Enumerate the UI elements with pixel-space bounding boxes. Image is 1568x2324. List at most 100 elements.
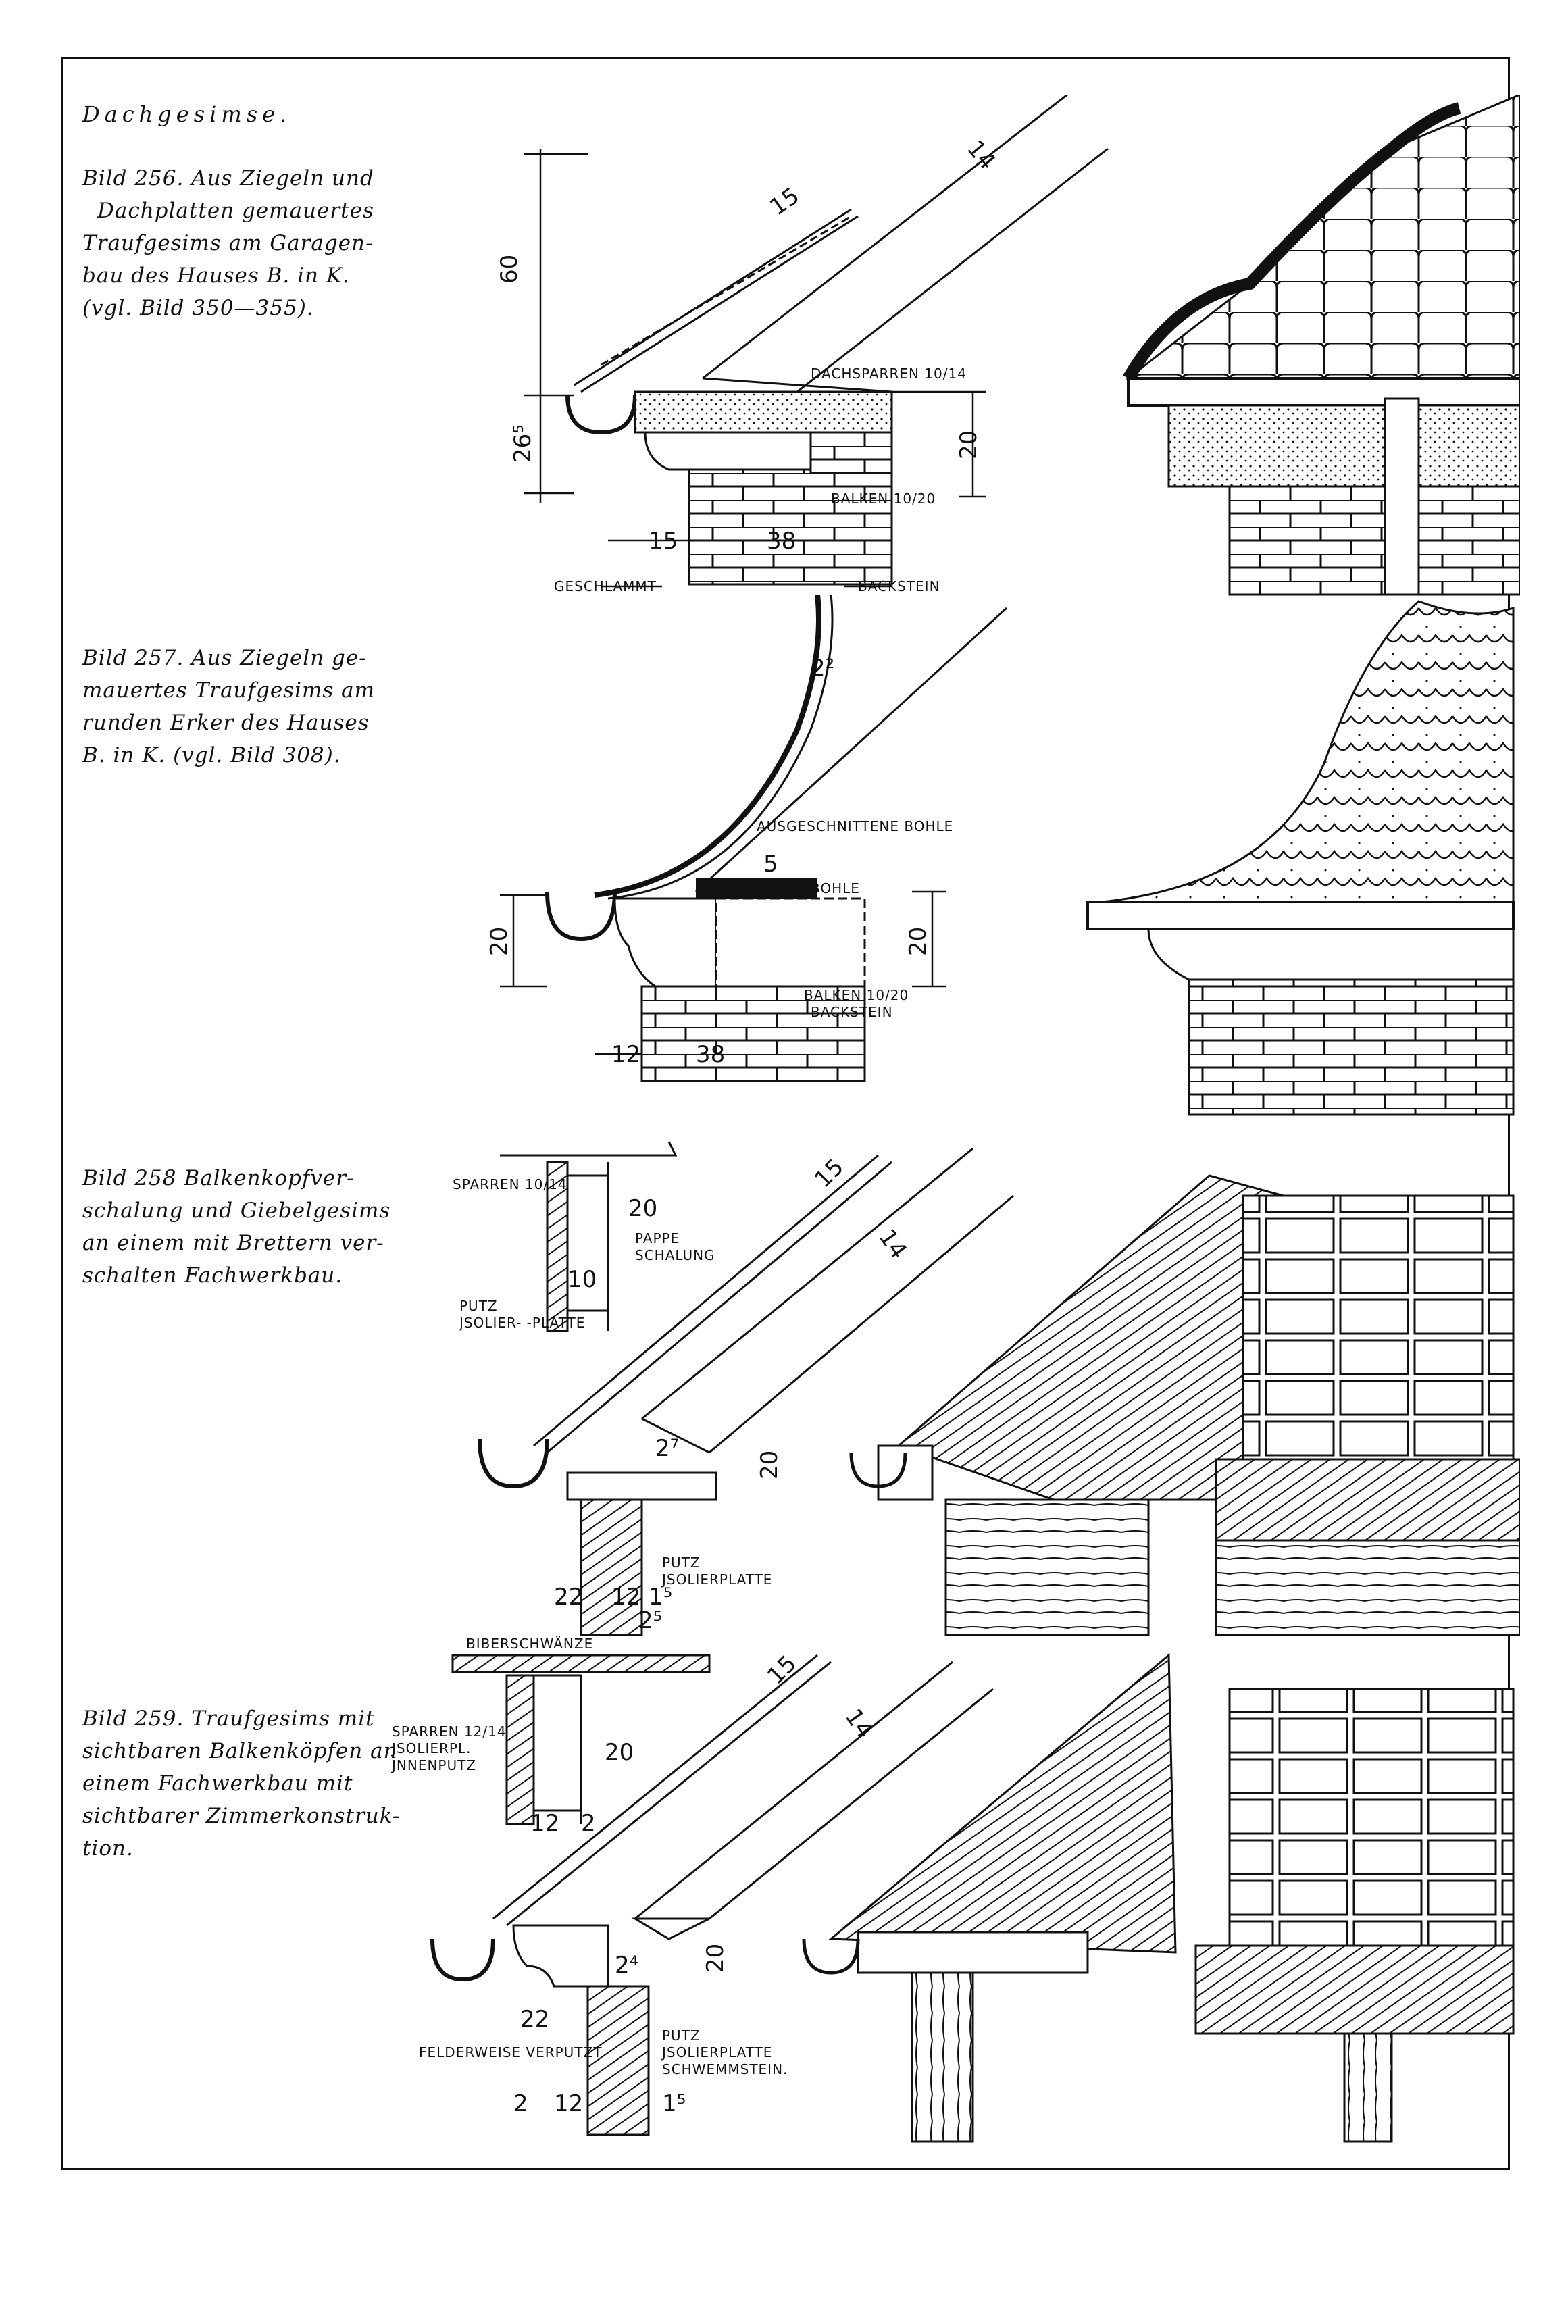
caption-line: Bild 259. Traufgesims mit [82, 1707, 375, 1731]
caption-line: mauertes Traufgesims am [82, 678, 376, 703]
label-tiles: BIBERSCHWÄNZE [466, 1636, 593, 1652]
dim-14: 14 [840, 1704, 879, 1743]
perspective-view-258-a [849, 1174, 1285, 1636]
gutter-section [545, 891, 617, 942]
brick-wall [688, 468, 893, 586]
caption-line: einem Fachwerkbau mit [82, 1771, 353, 1796]
dim-2-4: 2⁴ [615, 1952, 638, 1979]
caption-bild-258: Bild 258 Balkenkopfver- schalung und Gie… [82, 1162, 390, 1292]
inset-detail-258 [500, 1141, 678, 1332]
cornice-block [634, 390, 893, 434]
dim-5: 5 [763, 851, 778, 878]
label-plaster: PUTZ [662, 2027, 701, 2044]
caption-line: sichtbaren Balkenköpfen an [82, 1739, 398, 1763]
curved-roof [594, 595, 821, 898]
dim-15-base: 15 [649, 528, 678, 555]
inset-detail-259 [451, 1654, 711, 1825]
dim-20: 20 [756, 1450, 783, 1480]
dim-12: 12 [611, 1584, 640, 1611]
dim-38: 38 [696, 1041, 725, 1068]
dim-20-left: 20 [486, 927, 513, 956]
perspective-view-256 [1123, 95, 1520, 596]
dim-26-5: 26⁵ [509, 424, 536, 463]
page-heading: Dachgesimse. [82, 101, 292, 127]
label-rafter: DACHSPARREN 10/14 [811, 365, 967, 382]
beam-head [512, 1924, 609, 1988]
label-plank: BOHLE [811, 880, 860, 896]
dim-1-5: 1⁵ [649, 1584, 672, 1611]
dim-2-2: 2² [811, 655, 834, 682]
dim-60: 60 [496, 255, 523, 284]
figure-256-drawing: DACHSPARREN 10/14 BALKEN 10/20 GESCHLAMM… [496, 95, 1520, 596]
perspective-view-259-a [802, 1652, 1177, 2143]
brick-wall-upper [809, 431, 893, 474]
label-brick: BACKSTEIN [858, 578, 940, 595]
gutter-section [565, 395, 637, 435]
label-panel-plaster: FELDERWEISE VERPUTZT [419, 2044, 602, 2061]
dim-14: 14 [874, 1224, 913, 1263]
label-plaster: PUTZ [459, 1298, 498, 1314]
roof-section [533, 1147, 1014, 1454]
caption-line: tion. [82, 1836, 134, 1861]
wall-section [580, 1498, 643, 1636]
dim-12: 12 [554, 2090, 583, 2117]
dim-12-inset: 12 [530, 1810, 559, 1837]
label-slurried: GESCHLAMMT [554, 578, 657, 595]
caption-line: Bild 257. Aus Ziegeln ge- [82, 646, 367, 670]
dim-15: 15 [809, 1153, 849, 1193]
dim-2-7: 2⁷ [655, 1435, 679, 1462]
beam-block [715, 897, 866, 988]
cornice-profile [613, 897, 717, 988]
label-inner-plaster: JNNENPUTZ [390, 1757, 476, 1773]
dim-1-5: 1⁵ [662, 2090, 686, 2117]
post-section [586, 1985, 650, 2136]
label-felt: PAPPE [635, 1230, 680, 1246]
caption-line: (vgl. Bild 350—355). [82, 296, 314, 320]
caption-line: sichtbarer Zimmerkonstruk- [82, 1804, 401, 1828]
label-insulation-plate-2: JSOLIERPLATTE [661, 1571, 772, 1588]
dim-38: 38 [767, 528, 796, 555]
label-insulation: JSOLIERPL. [390, 1740, 471, 1757]
dim-2-5: 2⁵ [638, 1607, 662, 1634]
label-cut-plank: AUSGESCHNITTENE BOHLE [757, 818, 953, 834]
caption-bild-256: Bild 256. Aus Ziegeln und Dachplatten ge… [82, 162, 374, 324]
cornice-profile [644, 431, 812, 471]
caption-line: B. in K. (vgl. Bild 308). [82, 743, 341, 767]
dim-2-inset: 2 [581, 1810, 596, 1837]
label-beam: BALKEN 10/20 [804, 987, 909, 1003]
gutter-section [478, 1438, 549, 1489]
dim-2: 2 [513, 2090, 528, 2117]
perspective-view-259-b [1194, 1688, 1515, 2143]
dimension-lines [524, 149, 986, 588]
label-brick: BACKSTEIN [811, 1004, 893, 1020]
figure-259-drawing: BIBERSCHWÄNZE SPARREN 12/14 JSOLIERPL. J… [390, 1636, 1515, 2143]
caption-line: schalten Fachwerkbau. [82, 1263, 343, 1288]
gutter-section [430, 1938, 495, 1982]
caption-line: bau des Hauses B. in K. [82, 263, 350, 288]
figure-257-drawing: AUSGESCHNITTENE BOHLE BOHLE BALKEN 10/20… [486, 595, 1515, 1116]
dim-22: 22 [520, 2006, 549, 2033]
dim-10-inset: 10 [567, 1266, 597, 1293]
label-rafter: SPARREN 12/14 [392, 1723, 507, 1740]
dim-20-right: 20 [905, 927, 932, 956]
caption-line: an einem mit Brettern ver- [82, 1231, 384, 1255]
label-boarding: SCHALUNG [635, 1247, 715, 1263]
plank [696, 878, 817, 899]
label-rafter: SPARREN 10/14 [453, 1176, 567, 1192]
label-plaster-2: PUTZ [662, 1555, 701, 1571]
label-pumice: SCHWEMMSTEIN. [662, 2061, 788, 2077]
caption-line: Traufgesims am Garagen- [82, 231, 374, 255]
perspective-view-257 [1086, 600, 1515, 1116]
figure-258-drawing: SPARREN 10/14 PAPPE SCHALUNG PUTZ JSOLIE… [453, 1141, 1520, 1636]
dim-20: 20 [955, 430, 982, 459]
dim-14: 14 [961, 135, 1001, 175]
roof-section [574, 95, 1109, 393]
caption-line: Dachplatten gemauertes [97, 199, 374, 223]
dim-20: 20 [702, 1944, 729, 1973]
dim-15-tile: 15 [765, 182, 804, 222]
dim-12: 12 [611, 1041, 640, 1068]
caption-bild-257: Bild 257. Aus Ziegeln ge- mauertes Trauf… [82, 642, 375, 772]
caption-line: Bild 256. Aus Ziegeln und [82, 166, 374, 191]
label-insulation-plate: JSOLIER- -PLATTE [458, 1315, 585, 1331]
brick-wall [640, 985, 866, 1082]
